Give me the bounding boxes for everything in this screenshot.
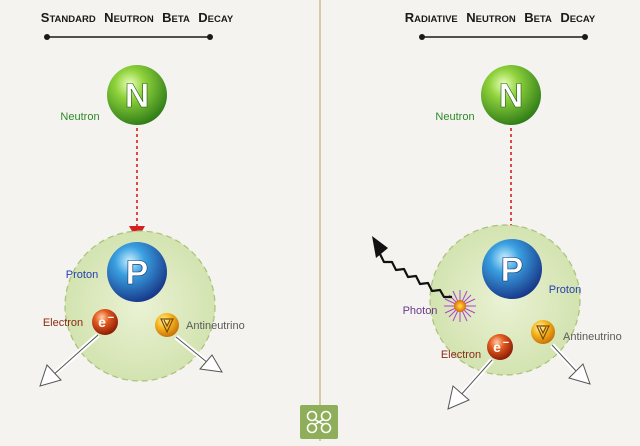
electron-trajectory-arrow xyxy=(39,333,100,387)
neutron-letter: N xyxy=(125,77,150,115)
title-word-initial: B xyxy=(524,10,533,25)
electron-trajectory-arrow xyxy=(447,358,494,410)
electron-letter: e xyxy=(98,314,106,330)
proton-label: Proton xyxy=(549,284,581,296)
title-word-rest: EUTRON xyxy=(114,14,154,25)
photon-particle xyxy=(444,290,476,322)
proton-particle: P xyxy=(107,242,167,302)
proton-particle: P xyxy=(482,239,542,299)
logo-icon xyxy=(300,405,338,439)
panel-title: STANDARD NEUTRON BETA DECAY xyxy=(41,9,234,26)
electron-charge: − xyxy=(503,337,509,349)
title-word-rest: ADIATIVE xyxy=(414,14,458,25)
electron-particle: e − xyxy=(92,309,118,335)
electron-label: Electron xyxy=(43,317,83,329)
antineutrino-particle xyxy=(531,320,555,344)
antineutrino-label: Antineutrino xyxy=(186,320,245,332)
neutron-particle: N xyxy=(481,65,541,125)
title-word-rest: ECAY xyxy=(208,14,234,25)
photon-label: Photon xyxy=(403,305,438,317)
electron-letter: e xyxy=(493,339,501,355)
title-word-initial: N xyxy=(466,10,475,25)
neutron-letter: N xyxy=(499,77,524,115)
neutron-particle: N xyxy=(107,65,167,125)
title-word-rest: TANDARD xyxy=(49,14,95,25)
title-word-initial: D xyxy=(560,10,569,25)
electron-charge: − xyxy=(108,312,114,324)
title-underline xyxy=(44,34,213,40)
proton-letter: P xyxy=(501,251,524,289)
title-word-rest: ETA xyxy=(172,14,190,25)
neutron-label: Neutron xyxy=(435,111,474,123)
decay-arrow xyxy=(503,128,519,240)
electron-particle: e − xyxy=(487,334,513,360)
panel-standard: STANDARD NEUTRON BETA DECAY N Neutron P xyxy=(39,9,245,387)
title-word-initial: D xyxy=(198,10,207,25)
electron-label: Electron xyxy=(441,349,481,361)
panel-title: RADIATIVE NEUTRON BETA DECAY xyxy=(405,9,596,26)
title-underline xyxy=(419,34,588,40)
title-word-initial: S xyxy=(41,10,50,25)
neutron-label: Neutron xyxy=(60,111,99,123)
panel-radiative: RADIATIVE NEUTRON BETA DECAY N Neutron P xyxy=(372,9,622,410)
decay-arrow xyxy=(129,128,145,240)
antineutrino-trajectory-arrow xyxy=(174,335,223,373)
antineutrino-label: Antineutrino xyxy=(563,331,622,343)
antineutrino-trajectory-arrow xyxy=(550,343,591,385)
nucleus-cloud xyxy=(64,230,216,382)
photon-wave-arrow xyxy=(372,236,452,299)
title-word-rest: ETA xyxy=(534,14,552,25)
proton-label: Proton xyxy=(66,269,98,281)
title-word-rest: ECAY xyxy=(570,14,596,25)
proton-letter: P xyxy=(126,254,149,292)
title-word-initial: N xyxy=(104,10,113,25)
title-word-rest: EUTRON xyxy=(476,14,516,25)
antineutrino-particle xyxy=(155,313,179,337)
title-word-initial: R xyxy=(405,10,415,25)
title-word-initial: B xyxy=(162,10,171,25)
